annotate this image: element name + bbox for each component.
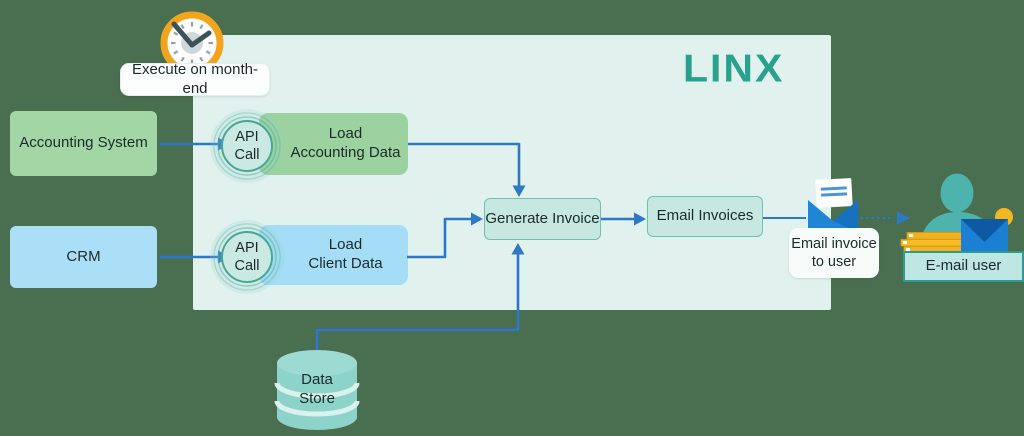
node-accounting-system: Accounting System xyxy=(10,111,157,176)
node-generate-invoice: Generate Invoice xyxy=(484,198,601,240)
linx-logo: LINX xyxy=(683,45,785,91)
data-store-label: Data Store xyxy=(299,371,335,407)
api-call-label-top: API Call xyxy=(234,128,260,163)
books-icon xyxy=(900,232,963,253)
email-invoice-note: Email invoice to user xyxy=(789,228,879,278)
node-load-accounting-data: Load Accounting Data xyxy=(259,113,408,175)
email-user-icon xyxy=(900,173,1013,253)
node-email-invoices: Email Invoices xyxy=(647,196,763,237)
notification-dot-icon xyxy=(995,208,1013,226)
email-user-label: E-mail user xyxy=(903,251,1024,282)
scheduler-label: Execute on month-end xyxy=(120,61,270,97)
node-load-client-data: Load Client Data xyxy=(259,225,408,285)
api-call-label-bottom: API Call xyxy=(234,239,260,274)
node-crm: CRM xyxy=(10,226,157,288)
